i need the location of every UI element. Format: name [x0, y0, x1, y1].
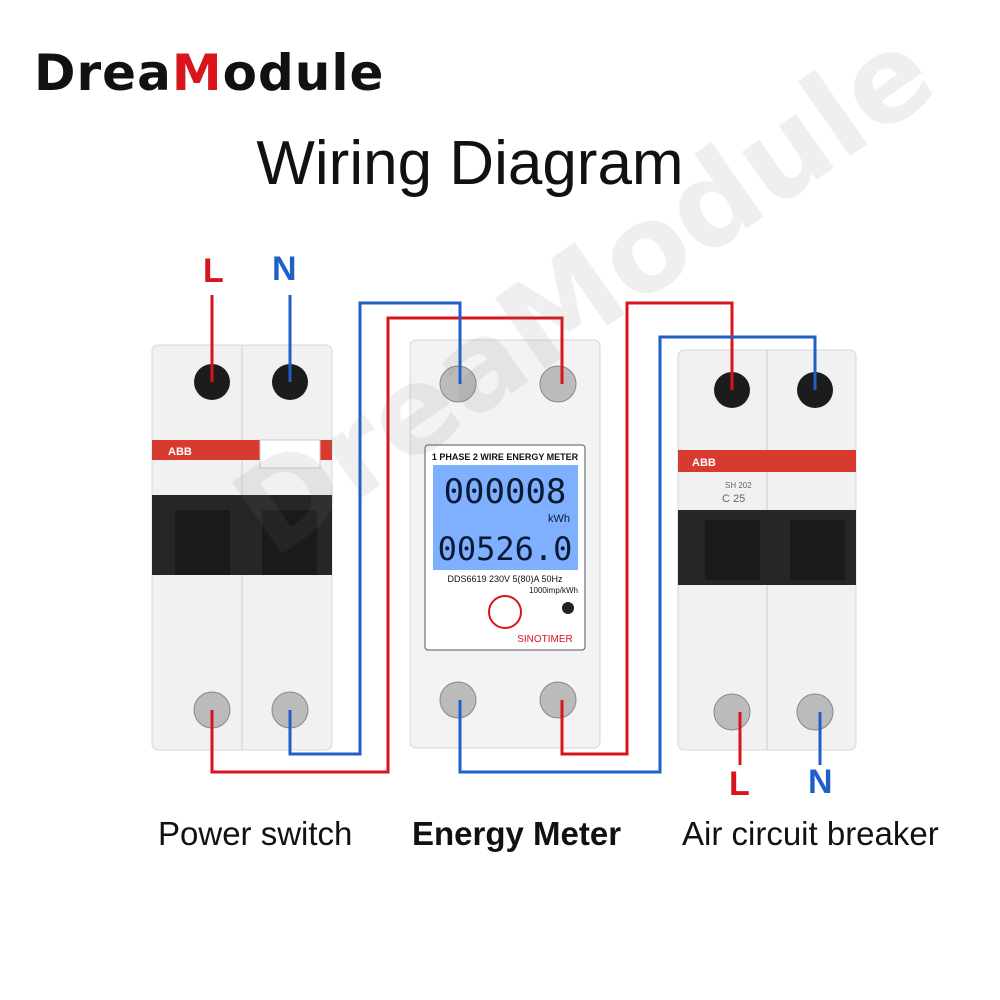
- power-switch-caption: Power switch: [158, 815, 353, 852]
- live-meter-to-breaker-wire: [560, 301, 734, 756]
- bottom-live-label: L: [729, 765, 750, 803]
- page-title: Wiring Diagram: [256, 129, 684, 198]
- power-switch-device: [151, 344, 333, 751]
- meter-reading-bottom: 00526.0: [438, 530, 573, 568]
- right-breaker-rating: C 25: [722, 493, 745, 505]
- air-circuit-breaker-device: [677, 349, 857, 751]
- bottom-neutral-label: N: [808, 763, 833, 801]
- meter-header: 1 PHASE 2 WIRE ENERGY METER: [432, 452, 579, 462]
- meter-brand: SINOTIMER: [517, 634, 573, 645]
- energy-meter-caption: Energy Meter: [412, 815, 622, 852]
- neutral-meter-to-breaker-wire: [458, 335, 817, 774]
- air-circuit-breaker-caption: Air circuit breaker: [682, 815, 939, 852]
- energy-meter-device: [409, 339, 601, 749]
- live-switch-to-meter-wire: [210, 316, 564, 774]
- right-breaker-model: SH 202: [725, 481, 752, 490]
- meter-imp: 1000imp/kWh: [529, 586, 578, 595]
- wires: [210, 295, 822, 774]
- meter-spec: DDS6619 230V 5(80)A 50Hz: [447, 574, 563, 584]
- top-neutral-label: N: [272, 250, 297, 288]
- meter-reading-top: 000008: [444, 472, 567, 512]
- top-live-label: L: [203, 252, 224, 290]
- neutral-switch-to-meter-wire: [288, 301, 462, 756]
- right-breaker-brand: ABB: [692, 457, 716, 469]
- brand-logo: DreaModule: [34, 44, 385, 102]
- left-breaker-brand: ABB: [168, 446, 192, 458]
- meter-unit: kWh: [548, 513, 570, 525]
